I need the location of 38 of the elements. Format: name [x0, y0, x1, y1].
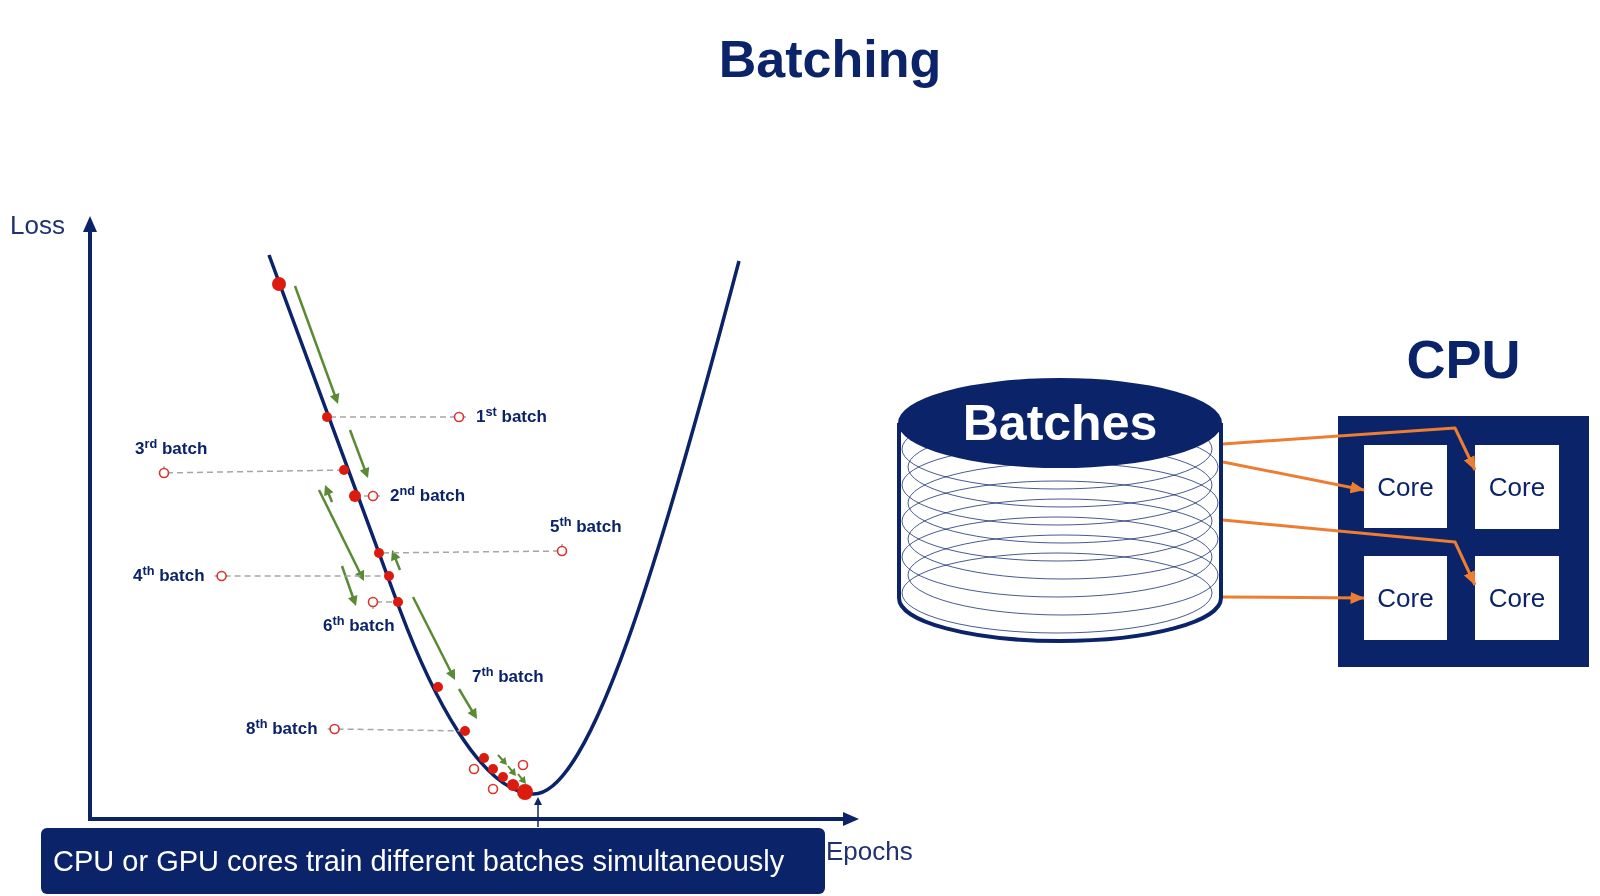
core-label: Core [1377, 583, 1434, 613]
cylinder-label: Batches [962, 395, 1158, 451]
axis-label: Epochs [826, 835, 913, 868]
data-point [339, 465, 349, 475]
caption-banner: CPU or GPU cores train different batches simultaneously [41, 828, 825, 894]
core-tile [1475, 556, 1559, 640]
batch-label: 6$^{th}$ batch [321, 609, 397, 637]
arrow [1222, 518, 1477, 586]
batch-label: 5$^{th}$ batch [548, 516, 624, 544]
leader-line [331, 411, 467, 423]
data-point [384, 571, 394, 581]
leader-line [367, 596, 394, 610]
core-tile [1364, 556, 1447, 640]
batch-label: 7$^{th}$ batch [472, 666, 544, 688]
leader-line [383, 543, 568, 557]
data-point [374, 548, 384, 558]
arrow [1223, 591, 1365, 604]
cpu-heading: CPU [1406, 329, 1521, 389]
axis-label: Loss [10, 209, 65, 242]
core-label: Core [1377, 471, 1434, 502]
batch-label: 1$^{st}$ batch [466, 406, 549, 428]
arrow [1222, 426, 1477, 471]
leader-line [326, 723, 461, 735]
batch-label: 8$^{th}$ batch [244, 718, 328, 740]
core-tile [1475, 445, 1559, 529]
slide-title: Batching [718, 29, 942, 90]
data-point [349, 490, 361, 502]
batch-label: 4$^{th}$ batch [131, 565, 215, 587]
data-point [393, 597, 403, 607]
core-label: Core [1488, 472, 1546, 502]
batch-label: 2$^{nd}$ batch [380, 485, 468, 507]
leader-line [158, 465, 340, 479]
arrow [1222, 460, 1365, 494]
data-point [460, 726, 470, 736]
data-point [322, 412, 332, 422]
batch-label: 3$^{rd}$ batch [133, 438, 210, 466]
core-tile [1364, 445, 1447, 528]
core-label: Core [1488, 583, 1546, 613]
